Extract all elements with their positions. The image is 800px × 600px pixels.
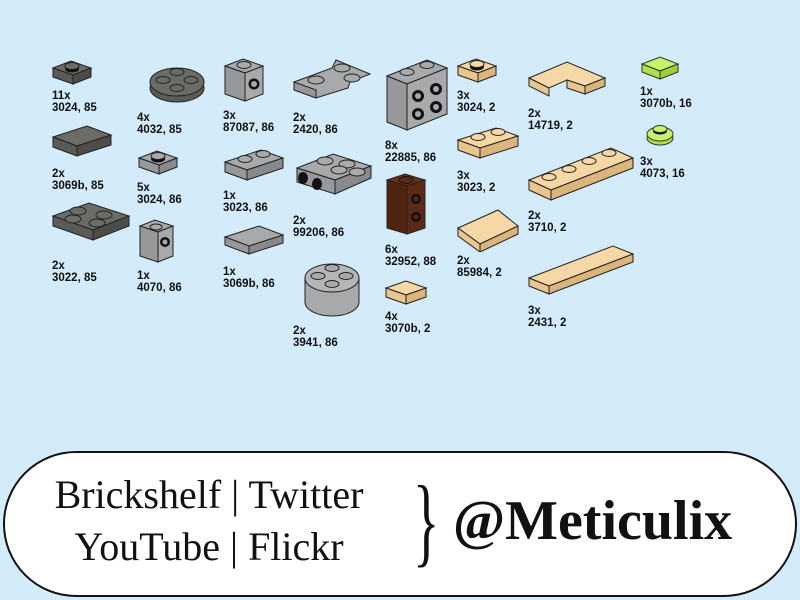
social-links-line-1: Brickshelf | Twitter xyxy=(54,472,364,517)
part-image-plate-1x2-tan xyxy=(456,124,520,166)
part-qty: 2x xyxy=(52,168,65,180)
social-links: Brickshelf | Twitter YouTube | Flickr xyxy=(5,469,413,573)
part-image-tile-1x2-light-gray xyxy=(223,224,285,264)
part-id: 3070b, 2 xyxy=(385,323,431,335)
part-id: 3023, 86 xyxy=(223,202,268,214)
part-image-tile-1x2-dark-gray xyxy=(51,124,113,164)
part-qty: 3x xyxy=(457,170,470,182)
part-id: 22885, 86 xyxy=(385,152,437,164)
part-qty: 5x xyxy=(137,182,150,194)
part-qty: 2x xyxy=(457,255,470,267)
part-image-tile-1x4-tan xyxy=(527,240,635,302)
part-qty: 2x xyxy=(528,210,541,222)
part-id: 85984, 2 xyxy=(457,267,502,279)
part-qty: 3x xyxy=(528,305,541,317)
part-qty: 3x xyxy=(640,156,653,168)
part-image-corner-plate-2x2-light-gray xyxy=(292,58,372,104)
part-id: 3024, 86 xyxy=(137,194,182,206)
part-id: 4073, 16 xyxy=(640,168,685,180)
part-id: 4032, 85 xyxy=(137,124,182,136)
part-qty: 4x xyxy=(385,311,398,323)
part-qty: 1x xyxy=(223,190,236,202)
part-qty: 3x xyxy=(223,110,236,122)
part-image-brick-1x1-side-stud-light-gray xyxy=(223,56,267,106)
part-image-plate-1x4-tan xyxy=(527,144,635,204)
part-id: 3070b, 16 xyxy=(640,98,692,110)
part-image-plate-1x1-dark-gray xyxy=(51,58,93,88)
part-qty: 3x xyxy=(457,90,470,102)
part-id: 2431, 2 xyxy=(528,317,567,329)
part-id: 87087, 86 xyxy=(223,122,275,134)
part-id: 3069b, 85 xyxy=(52,180,104,192)
part-image-corner-tile-2x2-tan xyxy=(527,58,607,104)
part-image-round-plate-2x2-dark-gray xyxy=(147,60,207,106)
part-qty: 1x xyxy=(640,86,653,98)
curly-brace: } xyxy=(413,465,440,576)
part-id: 14719, 2 xyxy=(528,120,573,132)
part-id: 3024, 85 xyxy=(52,102,97,114)
part-qty: 2x xyxy=(293,325,306,337)
part-image-tile-1x1-tan xyxy=(384,278,428,310)
part-id: 99206, 86 xyxy=(293,227,345,239)
part-image-round-brick-2x2-light-gray xyxy=(302,258,362,320)
part-qty: 2x xyxy=(293,112,306,124)
social-links-banner: Brickshelf | Twitter YouTube | Flickr } … xyxy=(3,451,797,597)
part-image-plate-2x2-side-studs-light-gray xyxy=(295,150,375,198)
part-qty: 4x xyxy=(137,112,150,124)
part-qty: 2x xyxy=(528,108,541,120)
part-image-plate-1x1-tan xyxy=(456,56,498,86)
part-image-headlight-brick-light-gray xyxy=(137,218,179,266)
part-id: 3710, 2 xyxy=(528,222,567,234)
social-links-line-2: YouTube | Flickr xyxy=(74,524,344,569)
part-image-round-plate-1x1-trans-green xyxy=(645,122,675,148)
part-id: 2420, 86 xyxy=(293,124,338,136)
part-image-plate-1x2-light-gray xyxy=(223,146,285,188)
author-handle: @Meticulix xyxy=(453,490,733,552)
part-qty: 6x xyxy=(385,244,398,256)
part-qty: 1x xyxy=(223,266,236,278)
part-id: 3069b, 86 xyxy=(223,278,275,290)
part-id: 3023, 2 xyxy=(457,182,496,194)
part-image-slope-1x2-tan xyxy=(456,202,522,252)
part-id: 4070, 86 xyxy=(137,282,182,294)
part-qty: 1x xyxy=(137,270,150,282)
part-image-plate-2x2-dark-gray xyxy=(51,200,131,246)
part-image-tile-1x1-trans-green xyxy=(640,54,680,84)
part-image-plate-1x1-light-gray xyxy=(137,148,179,178)
part-id: 32952, 88 xyxy=(385,256,437,268)
part-qty: 2x xyxy=(52,260,65,272)
part-id: 3024, 2 xyxy=(457,102,496,114)
part-qty: 2x xyxy=(293,215,306,227)
part-image-brick-1x2x1.6-side-studs-light-gray xyxy=(385,56,451,132)
part-image-brick-1x1x1.6-side-studs-brown xyxy=(385,172,429,238)
part-id: 3941, 86 xyxy=(293,337,338,349)
part-id: 3022, 85 xyxy=(52,272,97,284)
part-qty: 11x xyxy=(52,90,71,102)
part-qty: 8x xyxy=(385,140,398,152)
